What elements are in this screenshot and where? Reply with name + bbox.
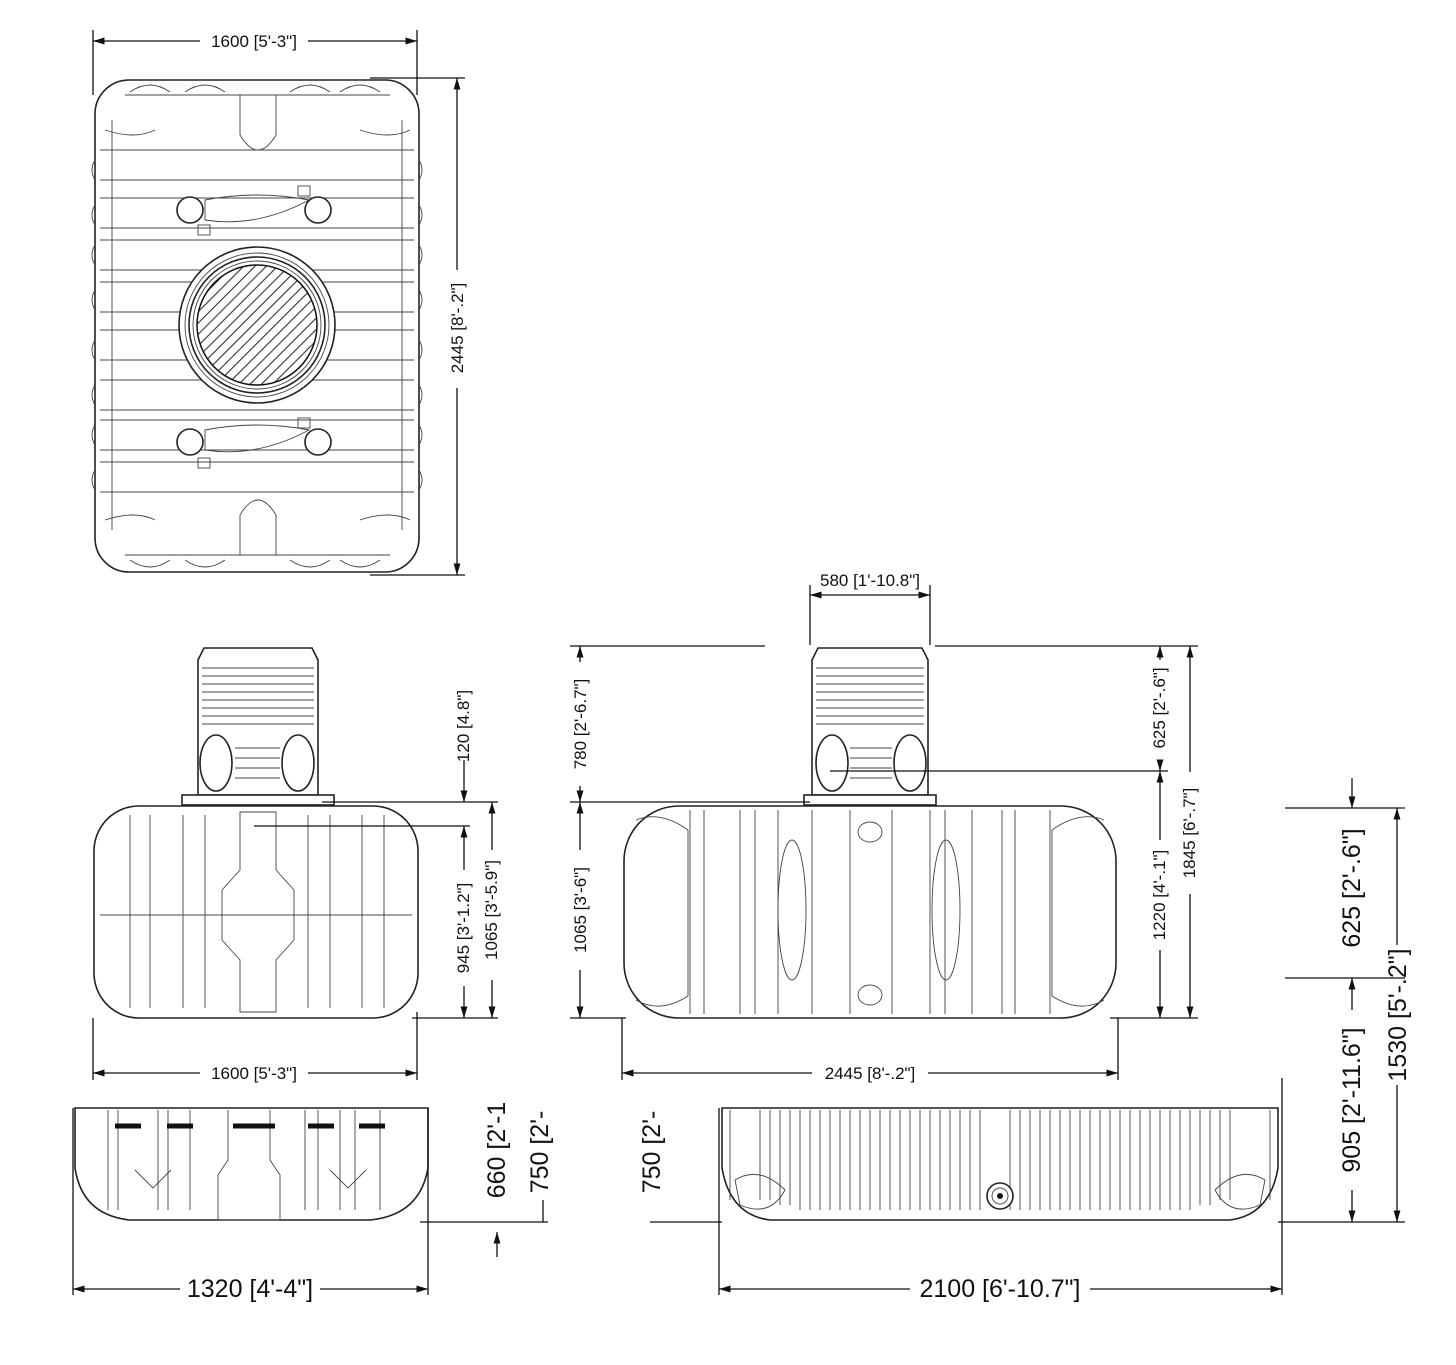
top-width-label: 1600 [5'-3"] — [211, 32, 297, 51]
top-view — [91, 79, 423, 573]
small-side-905-label: 905 [2'-11.6"] — [1338, 1027, 1366, 1172]
top-length-label: 2445 [8'-.2"] — [448, 283, 467, 374]
top-view-corner-lugs — [104, 84, 411, 568]
small-side-dimensions: 750 [2'- 2100 [6'-10.7"] 625 [2'-.6"] 90… — [638, 778, 1412, 1303]
small-end-view — [74, 1107, 429, 1221]
small-end-width-label: 1320 [4'-4"] — [187, 1275, 313, 1303]
small-side-ribs — [729, 1110, 1271, 1210]
top-view-dimensions: 1600 [5'-3"] 2445 [8'-.2"] — [92, 30, 467, 576]
small-end-660-label: 660 [2'-1 — [483, 1102, 511, 1199]
front-riser-lower-label: 625 [2'-.6"] — [1150, 667, 1169, 748]
front-length-label: 2445 [8'-.2"] — [825, 1064, 916, 1083]
small-end-750-label: 750 [2'- — [526, 1111, 554, 1194]
small-side-view — [721, 1107, 1279, 1221]
side-width-label: 1600 [5'-3"] — [211, 1064, 297, 1083]
front-riser-diameter-label: 580 [1'-10.8"] — [820, 571, 920, 590]
front-riser-height-label: 780 [2'-6.7"] — [571, 679, 590, 770]
small-end-dimensions: 660 [2'-1 750 [2'- 1320 [4'-4"] — [72, 1102, 554, 1303]
front-body-height-label: 1065 [3'-6"] — [571, 867, 590, 953]
side-riser-label: 120 [4.8"] — [454, 690, 473, 762]
small-side-width-label: 2100 [6'-10.7"] — [920, 1275, 1081, 1303]
manhole-lid — [178, 246, 336, 404]
front-view-dimensions: 580 [1'-10.8"] 780 [2'-6.7"] 1065 [3'-6"… — [570, 571, 1199, 1083]
small-side-750-label: 750 [2'- — [638, 1111, 666, 1194]
side-view-dimensions: 120 [4.8"] 945 [3'-1.2"] 1065 [3'-5.9"] … — [92, 690, 501, 1083]
front-total-height-label: 1845 [6'-.7"] — [1180, 788, 1199, 879]
top-view-ports — [176, 185, 332, 469]
side-view — [93, 647, 419, 1019]
small-side-1530-label: 1530 [5'-.2"] — [1384, 948, 1412, 1081]
side-body-height-label: 1065 [3'-5.9"] — [482, 860, 501, 960]
front-view — [623, 647, 1117, 1019]
small-side-625-label: 625 [2'-.6"] — [1338, 828, 1366, 947]
side-inner-height-label: 945 [3'-1.2"] — [454, 883, 473, 974]
front-inlet-height-label: 1220 [4'-.1"] — [1150, 850, 1169, 941]
